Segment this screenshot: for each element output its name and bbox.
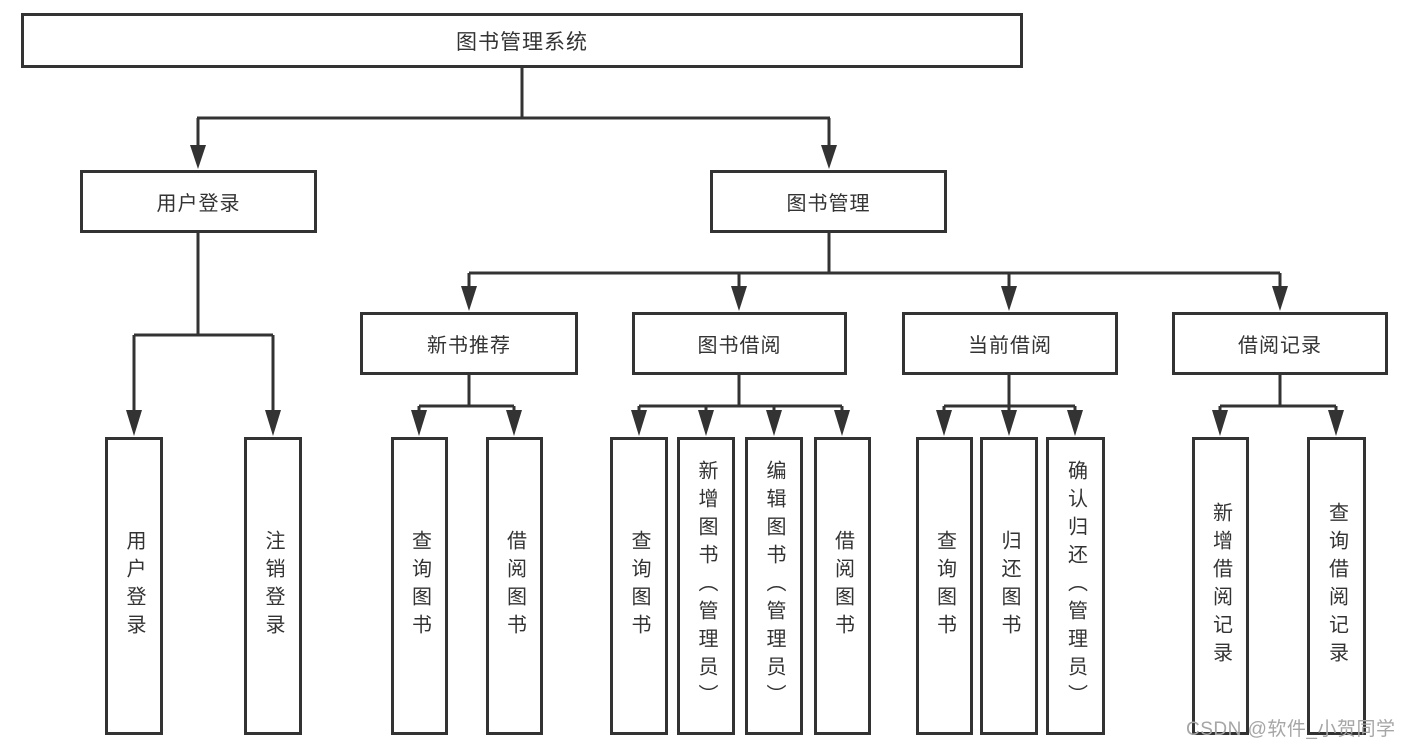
leaf-label: 查询借阅记录 xyxy=(1325,502,1348,670)
leaf-user-login: 用户登录 xyxy=(105,437,163,735)
leaf-current-return-books: 归还图书 xyxy=(980,437,1038,735)
connector-userlogin-to-leaves xyxy=(126,233,281,436)
connector-root-to-level2 xyxy=(190,68,837,169)
node-label: 新书推荐 xyxy=(427,335,511,357)
node-current-borrow: 当前借阅 xyxy=(902,312,1118,375)
node-book-management: 图书管理 xyxy=(710,170,947,233)
node-label: 图书管理系统 xyxy=(456,30,588,54)
csdn-watermark: CSDN @软件_小贺同学 xyxy=(1186,719,1396,740)
leaf-label: 用户登录 xyxy=(123,530,145,642)
leaf-logout: 注销登录 xyxy=(244,437,302,735)
node-label: 当前借阅 xyxy=(968,335,1052,357)
leaf-records-query-borrow-record: 查询借阅记录 xyxy=(1307,437,1366,735)
connector-currentborrow-to-leaves xyxy=(936,374,1083,436)
node-label: 用户登录 xyxy=(156,193,241,215)
leaf-borrow-borrow-books: 借阅图书 xyxy=(814,437,871,735)
connector-bookmgmt-to-level3 xyxy=(461,233,1288,311)
node-library-management-system: 图书管理系统 xyxy=(21,13,1023,68)
leaf-label: 查询图书 xyxy=(933,530,956,642)
leaf-label: 查询图书 xyxy=(408,530,431,642)
node-label: 借阅记录 xyxy=(1238,335,1322,357)
connector-borrowrecords-to-leaves xyxy=(1212,374,1344,436)
leaf-current-confirm-return-admin: 确认归还（管理员） xyxy=(1046,437,1105,735)
leaf-label: 借阅图书 xyxy=(831,530,854,642)
leaf-records-add-borrow-record: 新增借阅记录 xyxy=(1192,437,1249,735)
leaf-label: 借阅图书 xyxy=(503,530,526,642)
node-label: 图书借阅 xyxy=(697,335,782,357)
leaf-newbook-borrow-books: 借阅图书 xyxy=(486,437,543,735)
leaf-label: 注销登录 xyxy=(262,530,284,642)
leaf-newbook-query-books: 查询图书 xyxy=(391,437,448,735)
leaf-borrow-add-books-admin: 新增图书（管理员） xyxy=(677,437,735,735)
connector-bookborrow-to-leaves xyxy=(631,374,850,436)
node-borrow-records: 借阅记录 xyxy=(1172,312,1388,375)
leaf-label: 归还图书 xyxy=(998,530,1020,642)
leaf-label: 编辑图书（管理员） xyxy=(763,460,785,712)
leaf-label: 查询图书 xyxy=(628,530,650,642)
node-book-borrow: 图书借阅 xyxy=(632,312,847,375)
leaf-label: 确认归还（管理员） xyxy=(1064,460,1087,712)
leaf-borrow-query-books: 查询图书 xyxy=(610,437,668,735)
connector-newbook-to-leaves xyxy=(411,374,522,436)
node-label: 图书管理 xyxy=(786,193,871,215)
node-new-book-recommend: 新书推荐 xyxy=(360,312,578,375)
leaf-label: 新增图书（管理员） xyxy=(695,460,717,712)
node-user-login: 用户登录 xyxy=(80,170,317,233)
leaf-borrow-edit-books-admin: 编辑图书（管理员） xyxy=(745,437,803,735)
leaf-label: 新增借阅记录 xyxy=(1209,502,1232,670)
leaf-current-query-books: 查询图书 xyxy=(916,437,973,735)
